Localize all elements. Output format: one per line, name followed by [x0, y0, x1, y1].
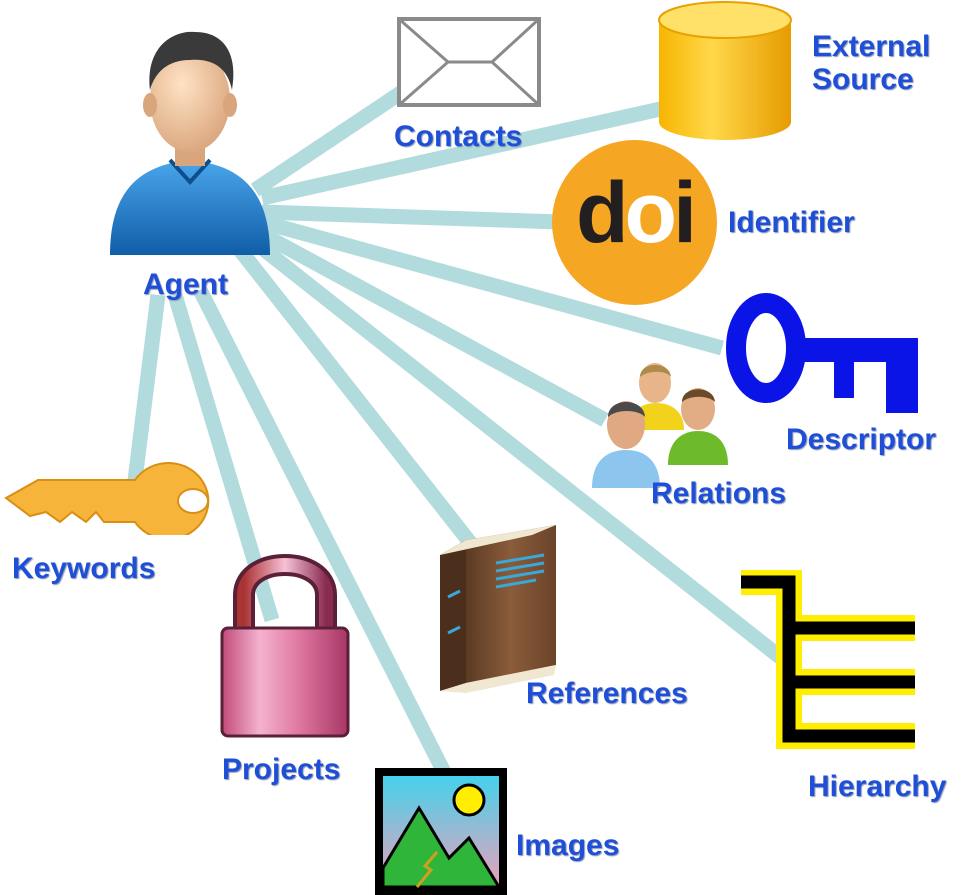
database-cylinder-icon: [658, 1, 792, 140]
agent-label: Agent: [143, 268, 228, 301]
book-icon: [440, 525, 556, 693]
keywords-label: Keywords: [12, 552, 156, 585]
connector-contacts: [250, 81, 413, 197]
connector-external-source: [260, 100, 667, 206]
contacts-label: Contacts: [394, 120, 523, 153]
connector-hierarchy: [247, 234, 795, 671]
connector-descriptor: [260, 214, 724, 356]
people-group-icon: [592, 363, 728, 488]
hierarchy-label: Hierarchy: [808, 770, 947, 803]
person-icon: [110, 31, 270, 255]
relations-label: Relations: [651, 477, 787, 510]
connector-relations: [254, 225, 609, 427]
descriptor-label: Descriptor: [786, 423, 937, 456]
connector-images: [193, 286, 455, 784]
blue-key-icon: [726, 293, 918, 413]
images-label: Images: [516, 829, 620, 862]
padlock-icon: [220, 554, 350, 738]
references-label: References: [526, 677, 688, 710]
projects-label: Projects: [222, 753, 341, 786]
hierarchy-tree-icon: [741, 570, 915, 749]
connector-identifier: [261, 204, 561, 230]
connector-references: [234, 245, 478, 550]
external-source-label: External Source: [812, 30, 931, 96]
envelope-icon: [397, 17, 541, 107]
picture-icon: [375, 768, 507, 895]
gold-key-icon: [4, 462, 210, 535]
identifier-label: Identifier: [728, 206, 855, 239]
connector-keywords: [127, 294, 166, 481]
doi-logo-icon: doi: [552, 140, 717, 305]
